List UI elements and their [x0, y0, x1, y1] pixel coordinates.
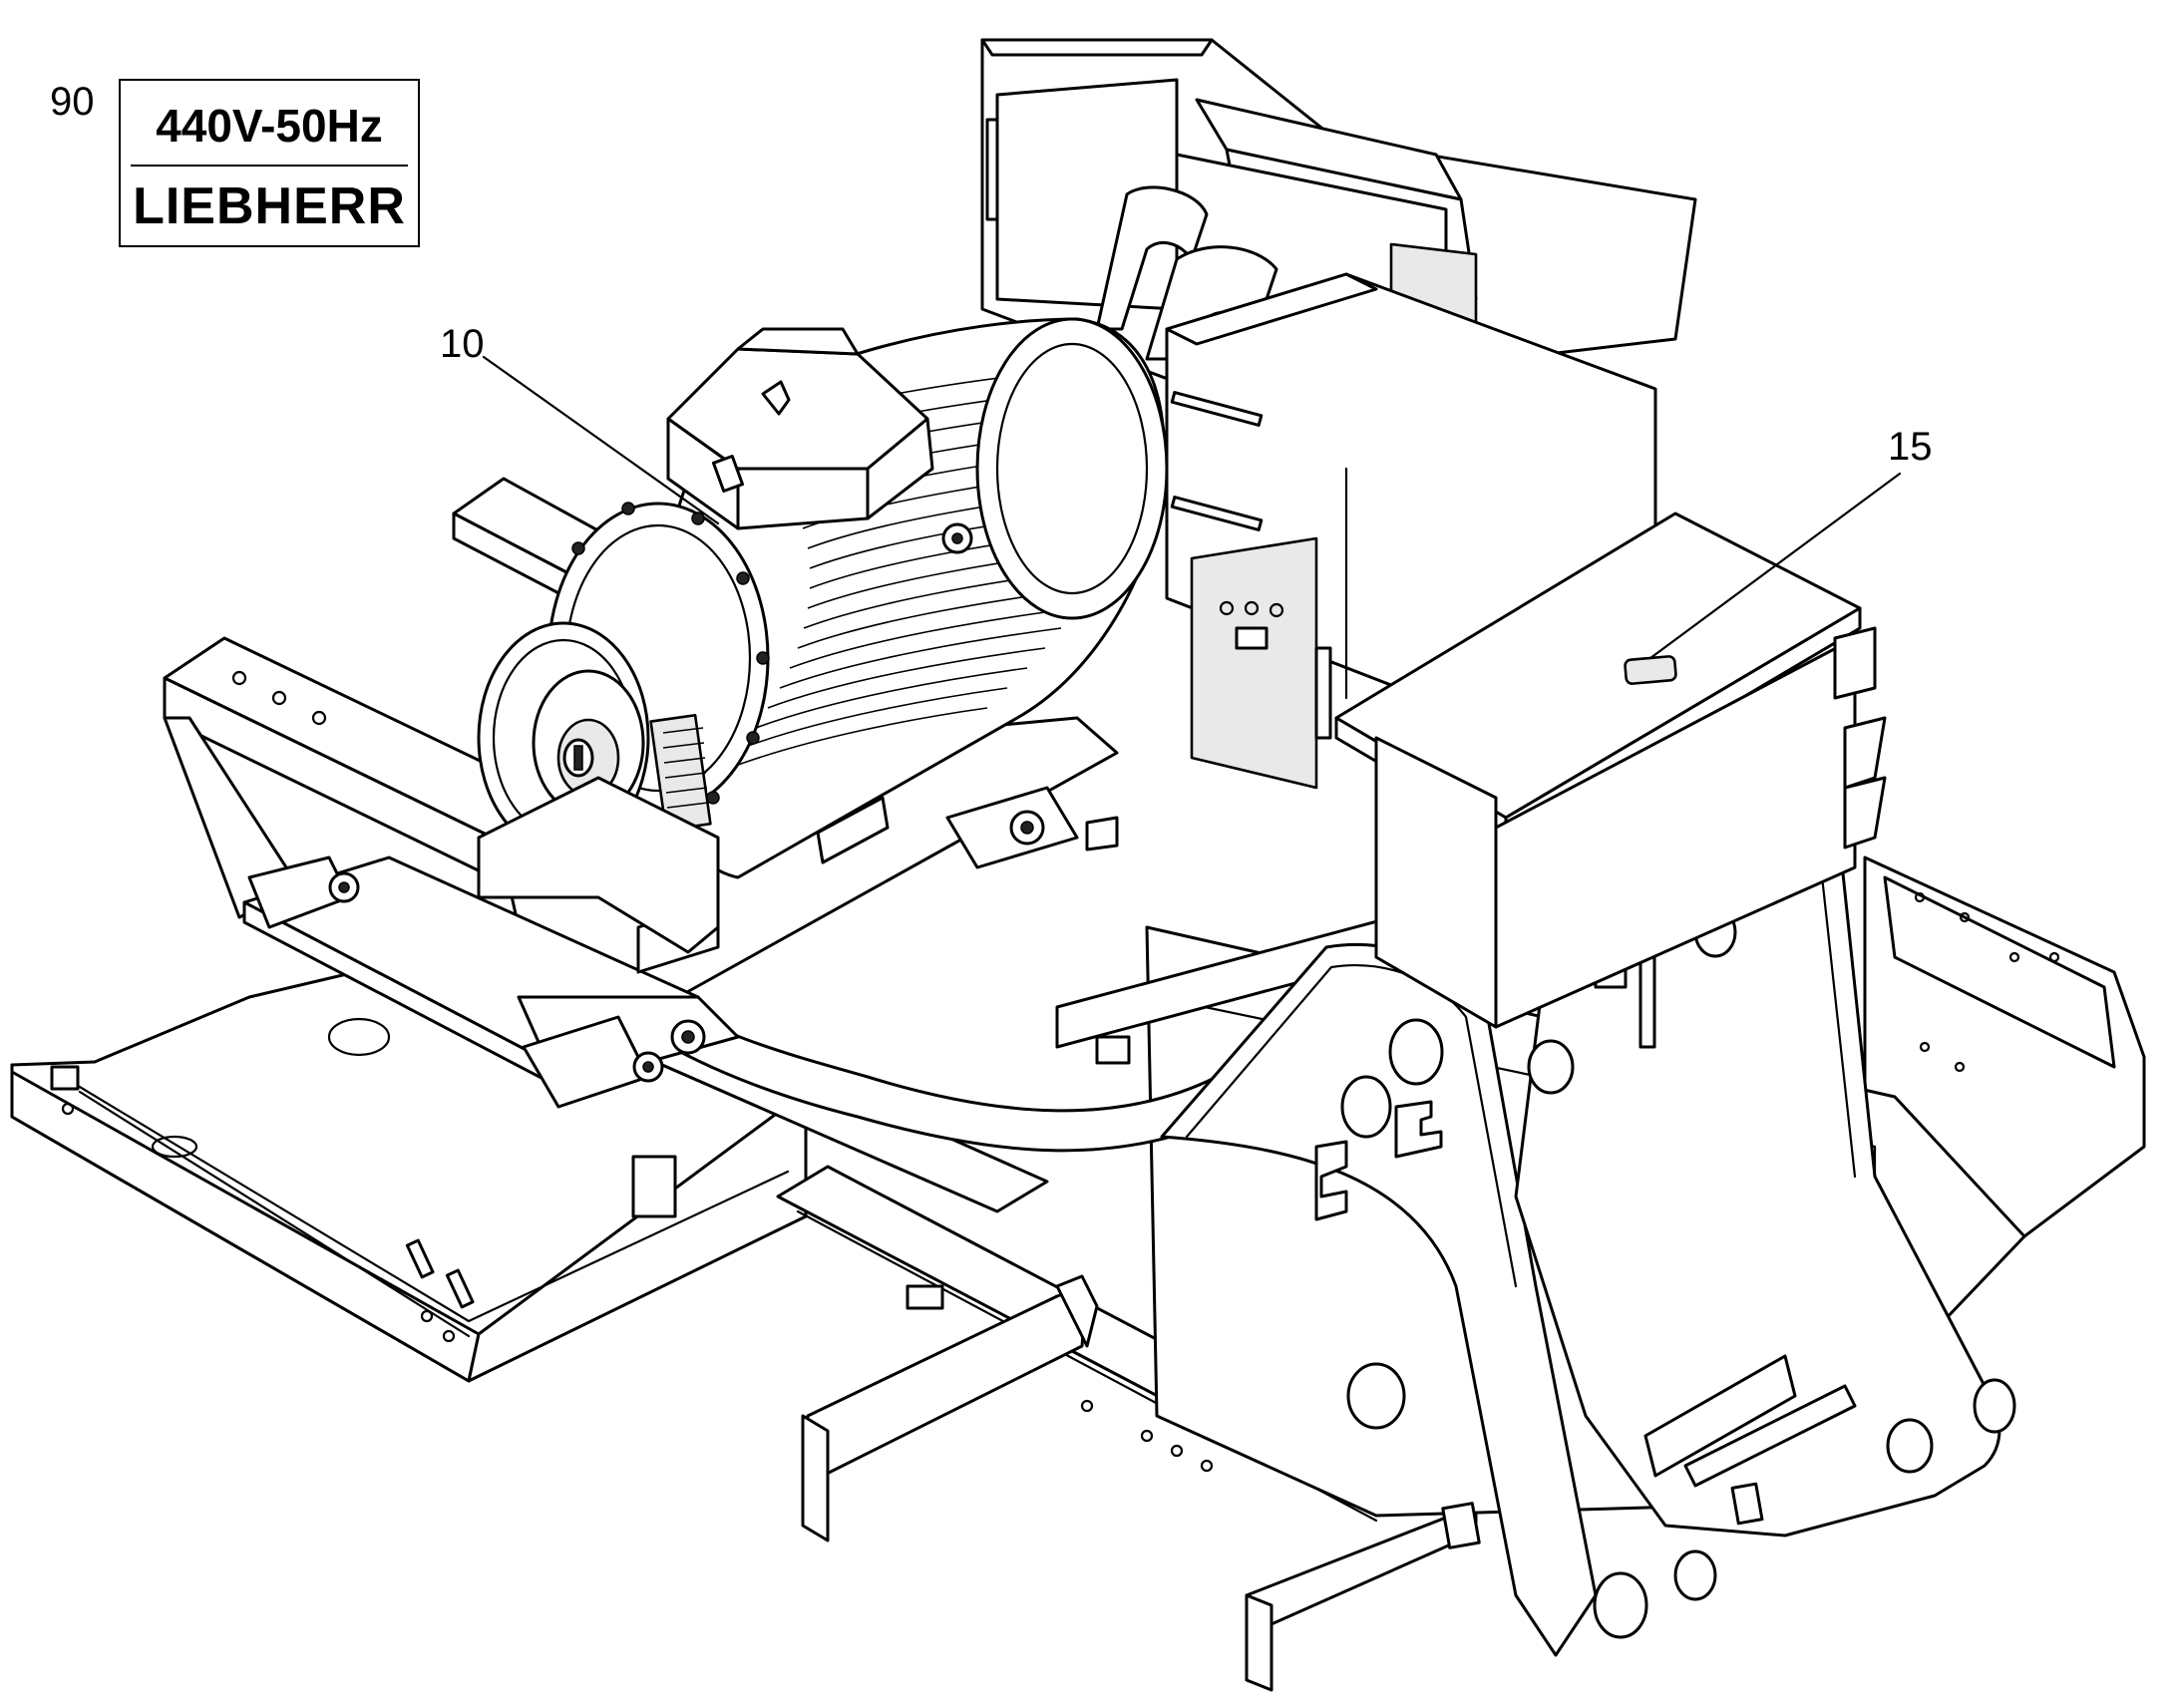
nameplate-voltage: 440V-50Hz	[156, 100, 383, 152]
mount-foot-2	[522, 1015, 706, 1109]
callout-10: 10	[440, 322, 485, 366]
leader-lines	[482, 355, 1902, 660]
cross-beams	[801, 1274, 1478, 1692]
control-cabinet	[1334, 512, 1887, 1029]
nameplate-divider	[131, 165, 408, 167]
electric-motor	[477, 317, 1169, 954]
nameplate-label: 440V-50Hz LIEBHERR	[119, 79, 420, 247]
mount-foot-1	[247, 855, 360, 929]
leader-10	[482, 355, 720, 525]
nameplate-brand: LIEBHERR	[133, 177, 406, 235]
leader-15	[1648, 472, 1902, 660]
mount-foot-3	[945, 786, 1079, 869]
radiator-unit	[980, 38, 1697, 790]
callout-15: 15	[1888, 425, 1933, 469]
callout-90: 90	[50, 80, 95, 124]
